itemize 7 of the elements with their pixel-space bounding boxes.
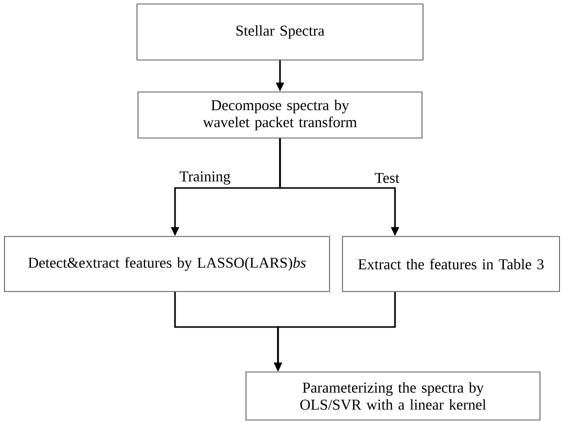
process-box: Extract the features in Table 3 (342, 236, 560, 292)
process-box: Parameterizing the spectra by OLS/SVR with a linear kernel (246, 372, 540, 420)
process-box: Decompose spectra by wavelet packet transform (138, 92, 422, 138)
edge-label: Training (178, 170, 232, 186)
edge-label: Test (374, 172, 400, 184)
process-box: Stellar Spectra (136, 4, 424, 60)
process-box: Detect&extract features by LASSO(LARS)bs (4, 236, 330, 292)
